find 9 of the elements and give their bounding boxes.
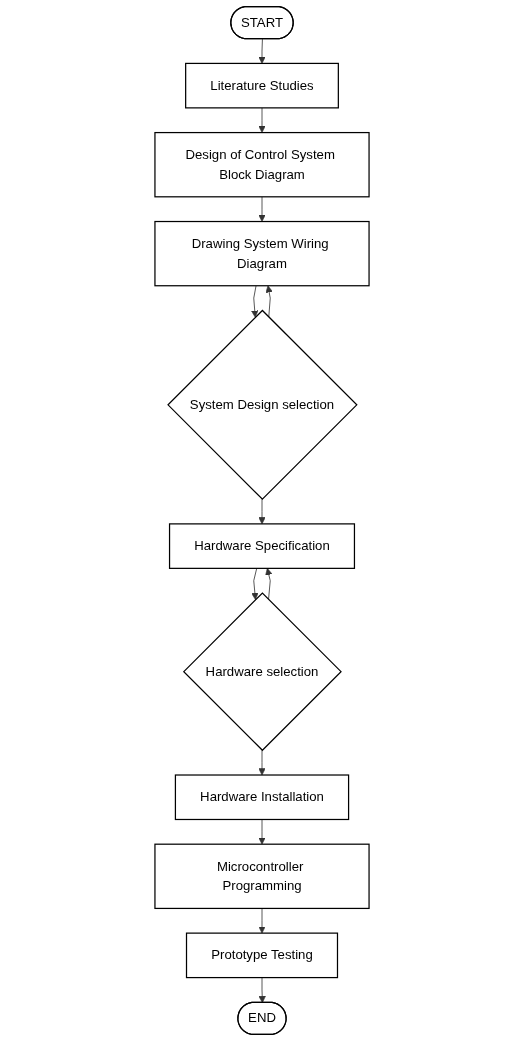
- node-box: Hardware Installation: [174, 774, 350, 821]
- node-diamond: Hardware selection: [182, 592, 342, 752]
- node-box: Prototype Testing: [185, 932, 339, 979]
- node-box: Drawing System Wiring Diagram: [154, 220, 370, 287]
- node-diamond: System Design selection: [167, 309, 358, 501]
- node-box: Hardware Specification: [168, 523, 356, 569]
- node-box: Microcontroller Programming: [154, 843, 370, 910]
- node-box: Design of Control System Block Diagram: [154, 131, 370, 198]
- node-box: Literature Studies: [185, 62, 339, 109]
